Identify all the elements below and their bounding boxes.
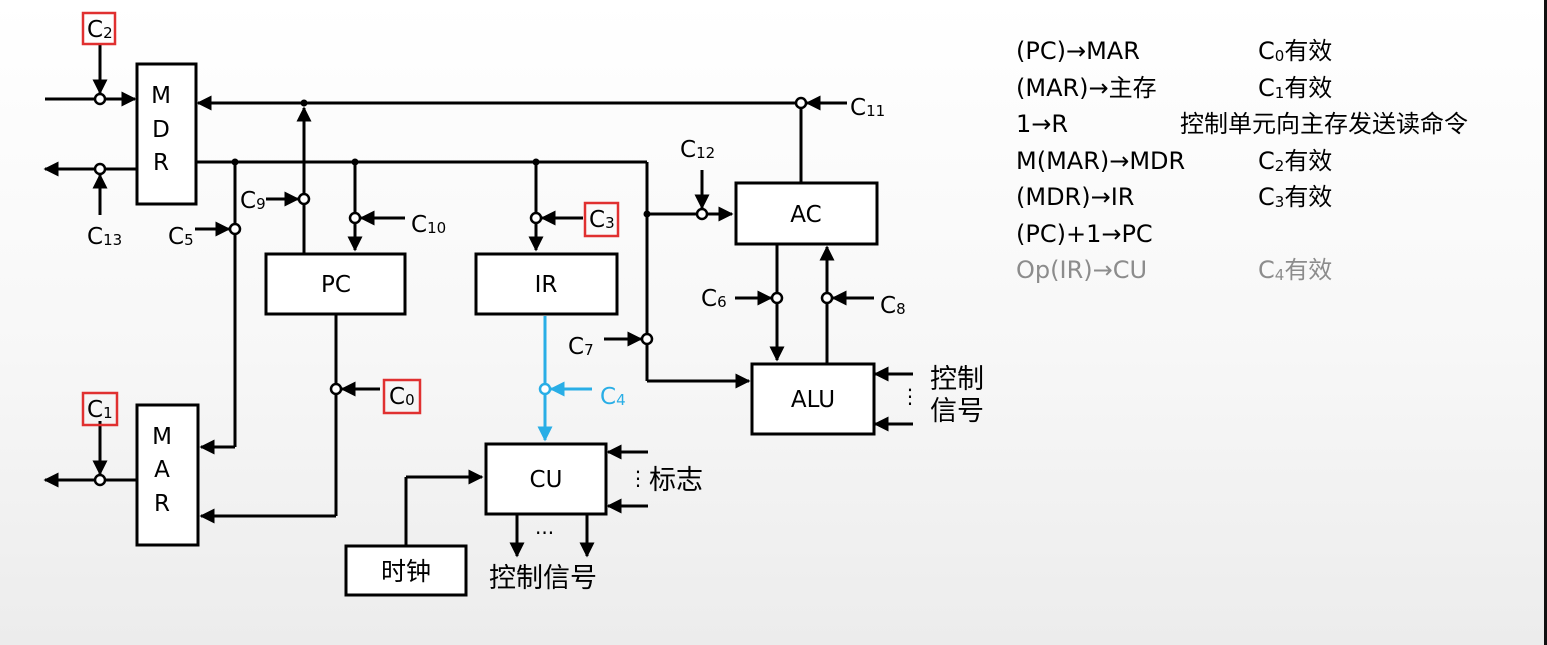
control-gates — [93, 92, 834, 487]
signal-c6: C6 — [701, 286, 727, 312]
signal-c8: C8 — [880, 293, 906, 319]
signal-c10: C10 — [411, 212, 446, 238]
signal-c1: C1 — [87, 397, 113, 423]
cu-flags-label: 标志 — [649, 465, 703, 496]
step-3-control: 控制单元向主存发送读命令 — [1180, 110, 1468, 138]
pc-label: PC — [321, 272, 351, 298]
step-7-operation: Op(IR)→CU — [1016, 256, 1148, 284]
alu-box — [750, 362, 876, 436]
signal-c3: C3 — [589, 207, 615, 233]
step-4-operation: M(MAR)→MDR — [1016, 146, 1186, 175]
ac-label: AC — [790, 202, 821, 228]
mdr-label-m: M — [151, 83, 171, 109]
c0-callout — [382, 378, 422, 415]
step-3: 1→R 控制单元向主存发送读命令 — [1016, 106, 1541, 143]
step-3-operation: 1→R — [1016, 110, 1069, 138]
alu-label: ALU — [791, 387, 835, 413]
step-1: (PC)→MAR C0有效 — [1016, 33, 1541, 70]
mdr-label-d: D — [152, 117, 170, 143]
step-7-control: C4有效 — [1258, 256, 1333, 284]
step-4-control: C2有效 — [1258, 146, 1333, 175]
mdr-box — [135, 62, 198, 206]
alu-inputs-ellipsis: ⋮ — [900, 384, 920, 408]
register-blocks — [135, 62, 879, 597]
ac-box — [734, 181, 879, 246]
highlighted-signals — [81, 11, 620, 427]
mar-box — [135, 403, 200, 547]
cu-flags-ellipsis: ⋮ — [628, 466, 648, 490]
c2-callout — [81, 11, 117, 46]
signal-c2: C2 — [87, 17, 113, 43]
signal-c7: C7 — [568, 334, 594, 360]
cu-control-label: 控制信号 — [489, 563, 597, 594]
c4-gate — [538, 382, 552, 396]
cu-outputs-ellipsis: ··· — [535, 521, 554, 545]
step-4: M(MAR)→MDR C2有效 — [1016, 143, 1541, 180]
step-7: Op(IR)→CU C4有效 — [1016, 252, 1541, 289]
junction-dots — [231, 99, 651, 218]
step-6: (PC)+1→PC — [1016, 216, 1541, 253]
mar-label-m: M — [152, 424, 172, 450]
ir-box — [474, 252, 619, 316]
step-5-operation: (MDR)→IR — [1016, 183, 1135, 211]
pc-box — [264, 252, 407, 316]
mdr-label-r: R — [153, 150, 169, 176]
cu-box — [484, 442, 608, 516]
datapath-wires — [43, 43, 913, 558]
cu-label: CU — [530, 467, 563, 493]
signal-c9: C9 — [240, 188, 266, 214]
step-1-operation: (PC)→MAR — [1016, 37, 1140, 65]
signal-c0: C0 — [389, 384, 415, 410]
signal-c11: C11 — [850, 95, 885, 121]
mar-label-r: R — [154, 491, 170, 517]
ir-to-cu-path — [537, 316, 592, 442]
step-6-operation: (PC)+1→PC — [1016, 219, 1153, 248]
alu-control-label-2: 信号 — [930, 396, 984, 427]
step-2-operation: (MAR)→主存 — [1016, 73, 1157, 102]
step-2-control: C1有效 — [1258, 73, 1333, 102]
step-2: (MAR)→主存 C1有效 — [1016, 70, 1541, 107]
clock-label: 时钟 — [381, 557, 431, 586]
signal-c4: C4 — [600, 384, 626, 410]
alu-control-label-1: 控制 — [930, 364, 984, 395]
step-5: (MDR)→IR C3有效 — [1016, 179, 1541, 216]
fetch-steps-list: (PC)→MAR C0有效 (MAR)→主存 C1有效 1→R 控制单元向主存发… — [1016, 33, 1541, 289]
mar-label-a: A — [154, 457, 170, 483]
step-5-control: C3有效 — [1258, 183, 1333, 211]
signal-c12: C12 — [680, 137, 715, 163]
signal-c13: C13 — [87, 224, 122, 250]
signal-c5: C5 — [168, 224, 194, 250]
clock-box — [344, 544, 468, 597]
ir-label: IR — [535, 272, 558, 298]
c3-callout — [583, 201, 620, 238]
step-1-control: C0有效 — [1258, 37, 1333, 65]
c1-callout — [81, 391, 119, 427]
slide-right-border — [1544, 0, 1547, 645]
